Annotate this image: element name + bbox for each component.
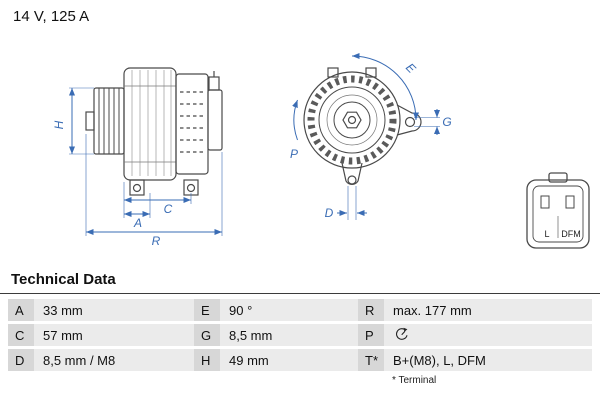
cooling-fins xyxy=(131,70,172,176)
dimension-h-extension xyxy=(69,87,94,155)
dim-label-r: R xyxy=(152,234,161,248)
shaft-nut xyxy=(342,111,362,129)
dim-label-a: A xyxy=(133,216,142,230)
cell-key-r: R xyxy=(358,299,384,321)
title-divider xyxy=(0,293,600,294)
cell-val-p xyxy=(384,324,592,346)
technical-data-table: A 33 mm E 90 ° R max. 177 mm C 57 mm G 8… xyxy=(8,299,592,371)
cell-key-a: A xyxy=(8,299,34,321)
alternator-front-view xyxy=(303,67,422,185)
dim-label-c: C xyxy=(164,202,173,216)
top-tab-left xyxy=(327,67,339,78)
cell-val-t: B+(M8), L, DFM xyxy=(384,349,592,371)
terminal-footnote: * Terminal xyxy=(392,375,437,386)
dimension-d-extension xyxy=(347,186,357,220)
dim-label-h: H xyxy=(52,120,66,129)
cell-val-r: max. 177 mm xyxy=(384,299,592,321)
connector-label-dfm: DFM xyxy=(561,229,581,239)
cell-val-g: 8,5 mm xyxy=(220,324,358,346)
dim-label-d: D xyxy=(325,206,334,220)
alternator-body xyxy=(123,67,223,181)
connector-label-l: L xyxy=(544,229,549,239)
cell-key-h: H xyxy=(194,349,220,371)
clock-position-icon xyxy=(396,327,408,340)
cell-val-e: 90 ° xyxy=(220,299,358,321)
vent-slots xyxy=(180,91,204,153)
terminal-stub xyxy=(208,76,220,91)
dim-label-p: P xyxy=(290,147,298,161)
dimension-g-extension xyxy=(414,117,440,127)
bottom-lug xyxy=(341,162,363,185)
mounting-lugs xyxy=(129,179,199,196)
cell-key-p: P xyxy=(358,324,384,346)
connector-pin-l xyxy=(540,195,550,209)
cell-key-t: T* xyxy=(358,349,384,371)
cell-key-c: C xyxy=(8,324,34,346)
side-view-dimensions: H C A R xyxy=(52,87,223,248)
cell-key-g: G xyxy=(194,324,220,346)
cell-val-d: 8,5 mm / M8 xyxy=(34,349,194,371)
dimension-r-extension xyxy=(85,134,223,236)
vent-ring xyxy=(307,75,397,165)
connector-tab xyxy=(548,172,568,183)
technical-data-title: Technical Data xyxy=(11,271,116,288)
table-row: D 8,5 mm / M8 H 49 mm T* B+(M8), L, DFM xyxy=(8,349,592,371)
cell-key-d: D xyxy=(8,349,34,371)
dim-label-g: G xyxy=(442,115,451,129)
table-row: A 33 mm E 90 ° R max. 177 mm xyxy=(8,299,592,321)
cell-val-a: 33 mm xyxy=(34,299,194,321)
dimension-e-arc xyxy=(351,53,419,121)
cell-key-e: E xyxy=(194,299,220,321)
cell-val-h: 49 mm xyxy=(220,349,358,371)
dim-label-e: E xyxy=(403,60,419,76)
right-lug xyxy=(396,104,422,136)
pulley xyxy=(85,87,125,155)
rating-label: 14 V, 125 A xyxy=(13,8,90,25)
alternator-side-view xyxy=(85,67,223,196)
connector-pin-dfm xyxy=(565,195,575,209)
rear-cap xyxy=(207,89,223,151)
connector-diagram: L DFM xyxy=(526,172,590,249)
dimension-p-arc xyxy=(292,99,298,141)
table-row: C 57 mm G 8,5 mm P xyxy=(8,324,592,346)
alternator-diagram: H C A R xyxy=(52,53,590,249)
cell-val-c: 57 mm xyxy=(34,324,194,346)
